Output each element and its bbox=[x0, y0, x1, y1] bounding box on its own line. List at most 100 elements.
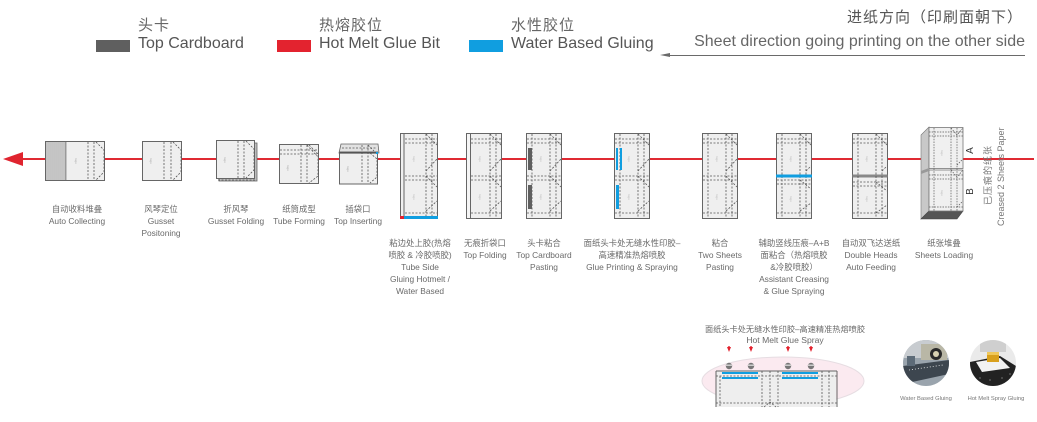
station-en: Top Folding bbox=[463, 250, 507, 260]
station-label-gusset-positioning: 风琴定位 Gusset Positoning bbox=[141, 203, 180, 239]
detail-title: 面纸头卡处无缝水性印胶–高速精准热熔喷胶 Hot Melt Glue Spray bbox=[690, 324, 880, 346]
direction-arrow-icon bbox=[660, 53, 670, 57]
svg-text:logo: logo bbox=[940, 190, 944, 196]
station-label-glue-printing-spraying: 面纸头卡处无缝水性印胶– 高速精准热熔喷胶 Glue Printing & Sp… bbox=[584, 237, 681, 273]
station-en: Assistant Creasing bbox=[759, 274, 829, 284]
double-heads-feeding-icon: logo logo bbox=[852, 133, 888, 219]
creased-label-zh: 已压痕的纸张 bbox=[983, 144, 993, 205]
svg-text:logo: logo bbox=[627, 156, 631, 162]
hot-melt-spray-gluing-photo bbox=[970, 340, 1016, 386]
gusset-folding-icon: logo bbox=[216, 140, 258, 182]
glue-printing-spraying-icon: logo logo bbox=[614, 133, 650, 219]
station-en: Gusset Folding bbox=[207, 216, 265, 226]
station-zh: 粘边处上胶(热熔 bbox=[389, 238, 451, 248]
svg-text:logo: logo bbox=[715, 194, 719, 200]
station-en: Pasting bbox=[706, 262, 734, 272]
glue-spray-detail-diagram bbox=[700, 346, 866, 413]
svg-text:logo: logo bbox=[789, 196, 793, 202]
process-flow-line bbox=[14, 158, 1034, 160]
svg-text:logo: logo bbox=[74, 158, 78, 164]
station-label-top-cardboard-pasting: 头卡粘合 Top Cardboard Pasting bbox=[516, 237, 571, 273]
legend-water-based-zh: 水性胶位 bbox=[511, 17, 576, 34]
hot-melt-nozzle-markers bbox=[727, 346, 813, 352]
svg-text:logo: logo bbox=[539, 194, 543, 200]
detail-title-en: Hot Melt Glue Spray bbox=[746, 335, 824, 345]
top-cardboard-pasting-icon: logo logo bbox=[526, 133, 562, 219]
station-label-top-inserting: 插袋口 Top Inserting bbox=[334, 203, 382, 227]
station-en: Positoning bbox=[141, 228, 181, 238]
svg-text:logo: logo bbox=[412, 194, 416, 200]
station-zh: 纸张堆叠 bbox=[927, 238, 961, 248]
station-zh: 风琴定位 bbox=[144, 204, 178, 214]
station-en: Tube Side bbox=[401, 262, 439, 272]
process-arrow-left-icon bbox=[3, 152, 23, 166]
station-en: Gusset bbox=[147, 216, 175, 226]
two-sheets-pasting-icon: logo logo bbox=[702, 133, 738, 219]
legend-hot-melt-en: Hot Melt Glue Bit bbox=[319, 35, 440, 52]
station-zh: 折风琴 bbox=[223, 204, 249, 214]
station-label-top-folding: 无痕折袋口 Top Folding bbox=[463, 237, 506, 261]
station-zh: 高速精准热熔喷胶 bbox=[598, 250, 666, 260]
hot-melt-spray-gluing-caption: Hot Melt Spray Gluing bbox=[967, 396, 1025, 402]
legend-water-based-en: Water Based Gluing bbox=[511, 35, 654, 52]
svg-text:logo: logo bbox=[478, 194, 482, 200]
station-en: Top Inserting bbox=[334, 216, 382, 226]
station-en: Auto Feeding bbox=[846, 262, 896, 272]
water-based-gluing-photo bbox=[903, 340, 949, 386]
station-label-double-heads-feeding: 自动双飞达送纸 Double Heads Auto Feeding bbox=[842, 237, 901, 273]
creased-label-en: Creased 2 Sheets Paper bbox=[996, 127, 1006, 226]
station-zh: 自动双飞达送纸 bbox=[841, 238, 901, 248]
station-label-assistant-creasing: 辅助竖线压痕–A+B 面粘合（热熔喷胶 &冷胶喷胶） Assistant Cre… bbox=[759, 237, 830, 297]
station-en: & Glue Spraying bbox=[763, 286, 825, 296]
station-zh: 粘合 bbox=[711, 238, 729, 248]
direction-arrow-line bbox=[667, 55, 1025, 56]
svg-text:logo: logo bbox=[346, 166, 350, 172]
station-zh: &冷胶喷胶） bbox=[770, 262, 818, 272]
station-en: Two Sheets bbox=[698, 250, 742, 260]
station-en: Double Heads bbox=[844, 250, 898, 260]
station-label-two-sheets-pasting: 粘合 Two Sheets Pasting bbox=[698, 237, 742, 273]
legend-hot-melt-zh: 热熔胶位 bbox=[319, 17, 384, 34]
svg-text:logo: logo bbox=[789, 156, 793, 162]
assistant-creasing-icon: logo logo bbox=[776, 133, 812, 219]
station-zh: 面粘合（热熔喷胶 bbox=[760, 250, 828, 260]
svg-text:logo: logo bbox=[627, 194, 631, 200]
tube-forming-icon: logo bbox=[279, 144, 319, 184]
station-label-tube-side-gluing: 粘边处上胶(热熔 喷胶 & 冷胶喷胶) Tube Side Gluing Hot… bbox=[388, 237, 451, 297]
legend-top-cardboard-zh: 头卡 bbox=[138, 17, 171, 34]
direction-label-zh: 进纸方向（印刷面朝下） bbox=[846, 9, 1023, 26]
station-label-auto-collecting: 自动收料堆叠 Auto Collecting bbox=[49, 203, 105, 227]
legend-top-cardboard-en: Top Cardboard bbox=[138, 35, 244, 52]
station-zh: 辅助竖线压痕–A+B bbox=[758, 238, 830, 248]
top-inserting-icon: logo bbox=[338, 143, 380, 185]
svg-text:logo: logo bbox=[539, 156, 543, 162]
svg-text:logo: logo bbox=[149, 158, 153, 164]
station-zh: 头卡粘合 bbox=[527, 238, 561, 248]
station-label-tube-forming: 纸筒成型 Tube Forming bbox=[273, 203, 325, 227]
svg-text:logo: logo bbox=[865, 196, 869, 202]
station-zh: 无痕折袋口 bbox=[464, 238, 506, 248]
svg-text:logo: logo bbox=[715, 156, 719, 162]
station-en: Gluing Hotmelt / bbox=[389, 274, 451, 284]
sheets-loading-icon: logo logo bbox=[920, 126, 969, 220]
station-zh: 纸筒成型 bbox=[282, 204, 316, 214]
station-zh: 面纸头卡处无缝水性印胶– bbox=[583, 238, 681, 248]
station-en: Glue Printing & Spraying bbox=[586, 262, 678, 272]
svg-text:logo: logo bbox=[865, 156, 869, 162]
station-zh: 自动收料堆叠 bbox=[51, 204, 103, 214]
top-folding-icon: logo logo bbox=[466, 133, 502, 219]
station-zh: 插袋口 bbox=[345, 204, 371, 214]
hot-melt-swatch-icon bbox=[277, 40, 311, 52]
top-cardboard-swatch-icon bbox=[96, 40, 130, 52]
water-based-swatch-icon bbox=[469, 40, 503, 52]
svg-text:logo: logo bbox=[223, 157, 227, 163]
station-en: Top Cardboard bbox=[516, 250, 572, 260]
tube-side-gluing-icon: logo logo bbox=[400, 133, 438, 219]
svg-text:logo: logo bbox=[940, 150, 944, 156]
station-label-gusset-folding: 折风琴 Gusset Folding bbox=[208, 203, 264, 227]
station-en: Auto Collecting bbox=[48, 216, 106, 226]
station-label-sheets-loading: 纸张堆叠 Sheets Loading bbox=[915, 237, 973, 261]
gusset-positioning-icon: logo bbox=[142, 141, 182, 181]
svg-text:logo: logo bbox=[478, 156, 482, 162]
station-zh: 喷胶 & 冷胶喷胶) bbox=[388, 250, 452, 260]
